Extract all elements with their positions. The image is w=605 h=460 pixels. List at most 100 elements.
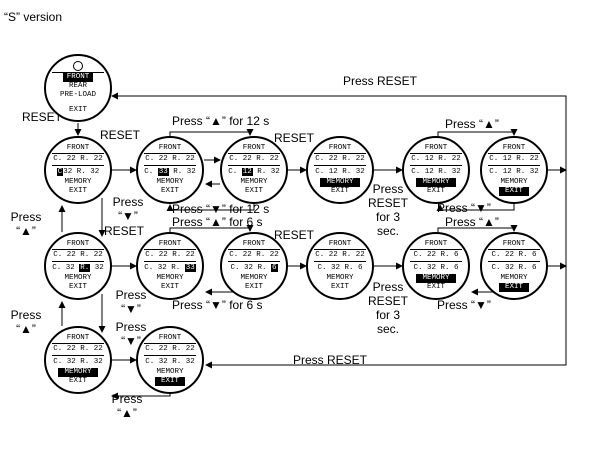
dial-text: C. 22 R. 22	[145, 155, 195, 163]
dial-text	[314, 249, 366, 250]
dial-text	[228, 165, 280, 166]
label-press-up-b: Press “▲”	[445, 215, 499, 229]
dial-r2c4: FRONT C. 22 R. 22 C. 32 R. 6 MEMORY EXIT	[306, 232, 374, 300]
dial-text: MEMORY	[64, 274, 92, 282]
dial-text	[52, 249, 104, 250]
dial-text: C. 32 R. 6	[491, 264, 537, 272]
dial-text	[52, 72, 104, 73]
dial-r2c3: FRONT C. 22 R. 22 C. 32 R. 6 MEMORY EXIT	[220, 232, 288, 300]
dial-text: C. 32 R. 6	[317, 264, 363, 272]
dial-r1c3: FRONT C. 22 R. 22 C. 12 R. 32 MEMORY EXI…	[220, 136, 288, 204]
dial-text: FRONT	[502, 240, 526, 248]
dial-text: EXIT	[68, 377, 87, 385]
dial-text: EXIT	[426, 187, 445, 195]
dial-text: C. 32	[52, 264, 80, 272]
dial-text	[52, 153, 104, 154]
dial-text	[144, 249, 196, 250]
label-press-down-6s: Press “▼” for 6 s	[172, 298, 263, 312]
dial-text: C. 12 R. 32	[411, 168, 461, 176]
dial-text: EXIT	[160, 187, 179, 195]
label-press-down-b: Press “▼”	[115, 288, 147, 316]
dial-text: MEMORY	[240, 178, 268, 186]
dial-top-front: FRONT	[63, 73, 93, 82]
dial-text: C. 12 R. 32	[489, 168, 539, 176]
bell-icon	[73, 61, 83, 71]
label-reset-2: RESET	[274, 131, 315, 145]
arrow-r1-c5-c6	[437, 129, 518, 136]
dial-r1c1: FRONT C. 22 R. 22 C32 R. 32 MEMORY EXIT	[44, 136, 112, 204]
dial-text: FRONT	[158, 240, 182, 248]
dial-text: FRONT	[328, 144, 352, 152]
dial-text	[228, 249, 280, 250]
dial-text	[488, 153, 540, 154]
label-press-up-left-1: Press “▲”	[10, 210, 42, 238]
arrow-r1-c6-c5-back	[436, 204, 515, 211]
arrow-r2-c5-c6	[437, 225, 518, 232]
dial-text: PRE-LOAD	[59, 91, 96, 99]
dial-r2c1: FRONT C. 22 R. 22 C. 32 R. 32 MEMORY EXI…	[44, 232, 112, 300]
label-reset-1: RESET	[100, 128, 141, 142]
dial-text	[228, 153, 280, 154]
arrow-r1-back-12s	[166, 204, 255, 211]
dial-text: MEMORY	[156, 178, 184, 186]
dial-text	[488, 261, 540, 262]
dial-text: R. 32	[168, 168, 196, 176]
dial-text: EXIT	[155, 377, 185, 386]
dial-text: C. 22 R. 22	[145, 251, 195, 259]
dial-text: EXIT	[330, 283, 349, 291]
dial-text	[314, 165, 366, 166]
dial-text	[314, 261, 366, 262]
dial-text: 32 R. 32	[63, 168, 100, 176]
dial-text: MEMORY	[156, 274, 184, 282]
dial-text: EXIT	[68, 106, 87, 114]
dial-r1c4: FRONT C. 22 R. 22 C. 12 R. 32 MEMORY EXI…	[306, 136, 374, 204]
dial-text: FRONT	[502, 144, 526, 152]
dial-text: EXIT	[499, 283, 529, 292]
dial-text	[228, 261, 280, 262]
dial-text: MEMORY	[58, 368, 98, 377]
dial-text: 33	[184, 264, 196, 272]
dial-text: R.	[79, 264, 91, 272]
label-reset-4: RESET	[274, 228, 315, 242]
dial-text	[144, 355, 196, 356]
dial-text: C. 12 R. 32	[315, 168, 365, 176]
dial-text: C.	[228, 168, 242, 176]
dial-text: 33	[157, 168, 169, 176]
dial-text	[52, 355, 104, 356]
dial-r1c6: FRONT C. 12 R. 22 C. 12 R. 32 MEMORY EXI…	[480, 136, 548, 204]
dial-text: EXIT	[244, 187, 263, 195]
dial-text: 6	[271, 264, 278, 272]
dial-text: FRONT	[242, 144, 266, 152]
dial-text: C32 R. 32	[46, 168, 110, 177]
dial-text	[52, 343, 104, 344]
dial-text: C. 12 R. 22	[489, 155, 539, 163]
dial-text: EXIT	[68, 187, 87, 195]
dial-text: C. 22 R. 22	[53, 155, 103, 163]
dial-r2c2: FRONT C. 22 R. 22 C. 32 R. 33 MEMORY EXI…	[136, 232, 204, 300]
dial-text	[144, 153, 196, 154]
dial-text: C. 32 R. 32	[53, 358, 103, 366]
dial-text: R. 32	[252, 168, 280, 176]
dial-text	[144, 343, 196, 344]
dial-text: C. 32 R.	[144, 264, 185, 272]
label-press-up-6s: Press “▲” for 6 s	[172, 215, 263, 229]
label-reset-left: RESET	[22, 110, 63, 124]
label-press-up-left-2: Press “▲”	[10, 308, 42, 336]
dial-text: FRONT	[66, 240, 90, 248]
dial-text: C. 22 R. 22	[53, 345, 103, 353]
dial-text	[314, 153, 366, 154]
dial-text: C. 32 R. 33	[138, 264, 202, 273]
label-press-down-c2: Press “▼”	[115, 320, 147, 348]
dial-text: C. 33 R. 32	[138, 168, 202, 177]
dial-text: C.	[144, 168, 158, 176]
dial-text: C. 22 R. 22	[145, 345, 195, 353]
dial-text: EXIT	[426, 283, 445, 291]
dial-r3c2: FRONT C. 22 R. 22 C. 32 R. 32 MEMORY EXI…	[136, 326, 204, 394]
dial-text: FRONT	[66, 334, 90, 342]
dial-text	[144, 261, 196, 262]
label-press-down-c: Press “▼”	[437, 298, 491, 312]
dial-text: FRONT	[66, 144, 90, 152]
dial-text: MEMORY	[64, 178, 92, 186]
dial-text	[410, 165, 462, 166]
dial-text	[410, 261, 462, 262]
